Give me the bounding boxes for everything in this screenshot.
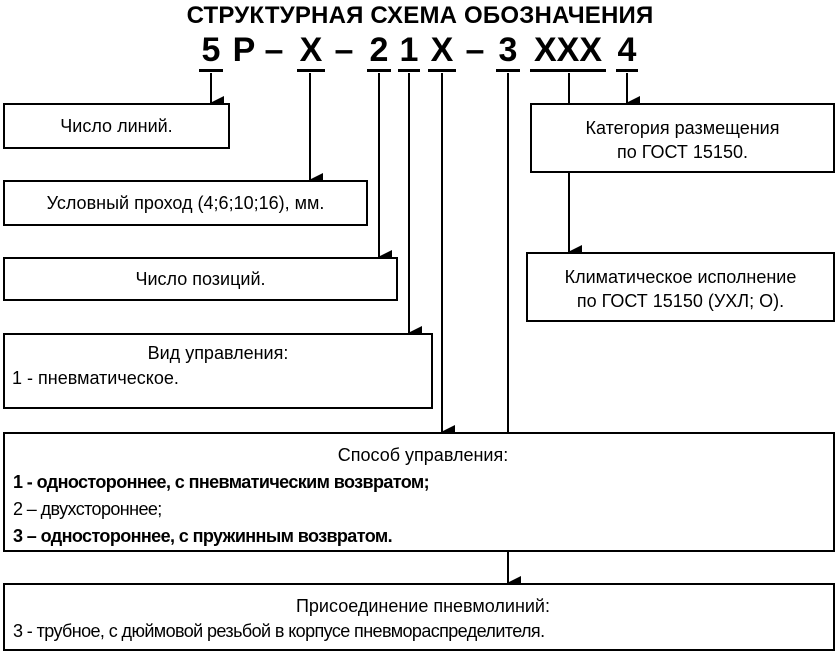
control-method-item-3: 3 – одностороннее, с пружинным возвратом…: [13, 526, 393, 546]
code-control-method: Х: [428, 30, 456, 72]
control-method-heading: Способ управления:: [337, 445, 509, 465]
code-dash: –: [264, 31, 284, 69]
control-type-heading: Вид управления:: [147, 343, 289, 363]
box-placement-category: Категория размещения по ГОСТ 15150.: [530, 103, 835, 173]
placement-line1: Категория размещения: [585, 118, 780, 138]
control-method-item-1: 1 - одностороннее, с пневматическим возв…: [13, 472, 430, 492]
code-control-type: 1: [398, 30, 420, 72]
box-positions: Число позиций.: [3, 257, 398, 301]
connection-heading: Присоединение пневмолиний:: [295, 596, 550, 616]
connection-item: 3 - трубное, с дюймовой резьбой в корпус…: [13, 621, 545, 641]
positions-label: Число позиций.: [135, 269, 266, 289]
control-method-item-2: 2 – двухстороннее;: [13, 499, 162, 519]
code-connection: 3: [496, 30, 520, 72]
diagram-title: СТРУКТУРНАЯ СХЕМА ОБОЗНАЧЕНИЯ: [186, 2, 654, 29]
lines-count-label: Число линий.: [60, 116, 173, 136]
control-type-item: 1 - пневматическое.: [12, 368, 179, 388]
code-bore: Х: [297, 30, 325, 72]
box-connection: Присоединение пневмолиний: 3 - трубное, …: [3, 583, 835, 651]
box-control-method: Способ управления: 1 - одностороннее, с …: [3, 432, 835, 552]
code-placement: 4: [616, 30, 638, 72]
nominal-bore-label: Условный проход (4;6;10;16), мм.: [46, 193, 325, 213]
code-dash: –: [334, 31, 354, 69]
climatic-line1: Климатическое исполнение: [564, 267, 797, 287]
climatic-line2: по ГОСТ 15150 (УХЛ; О).: [576, 291, 785, 311]
code-positions: 2: [367, 30, 391, 72]
box-nominal-bore: Условный проход (4;6;10;16), мм.: [3, 180, 368, 226]
code-letter-r: Р: [232, 31, 256, 69]
box-climatic: Климатическое исполнение по ГОСТ 15150 (…: [526, 252, 835, 322]
box-lines-count: Число линий.: [3, 103, 230, 149]
code-digit-lines: 5: [199, 30, 223, 72]
box-control-type: Вид управления: 1 - пневматическое.: [3, 333, 433, 409]
code-dash: –: [465, 31, 485, 69]
placement-line2: по ГОСТ 15150.: [617, 142, 748, 162]
code-climatic: ХХХ: [530, 30, 606, 72]
